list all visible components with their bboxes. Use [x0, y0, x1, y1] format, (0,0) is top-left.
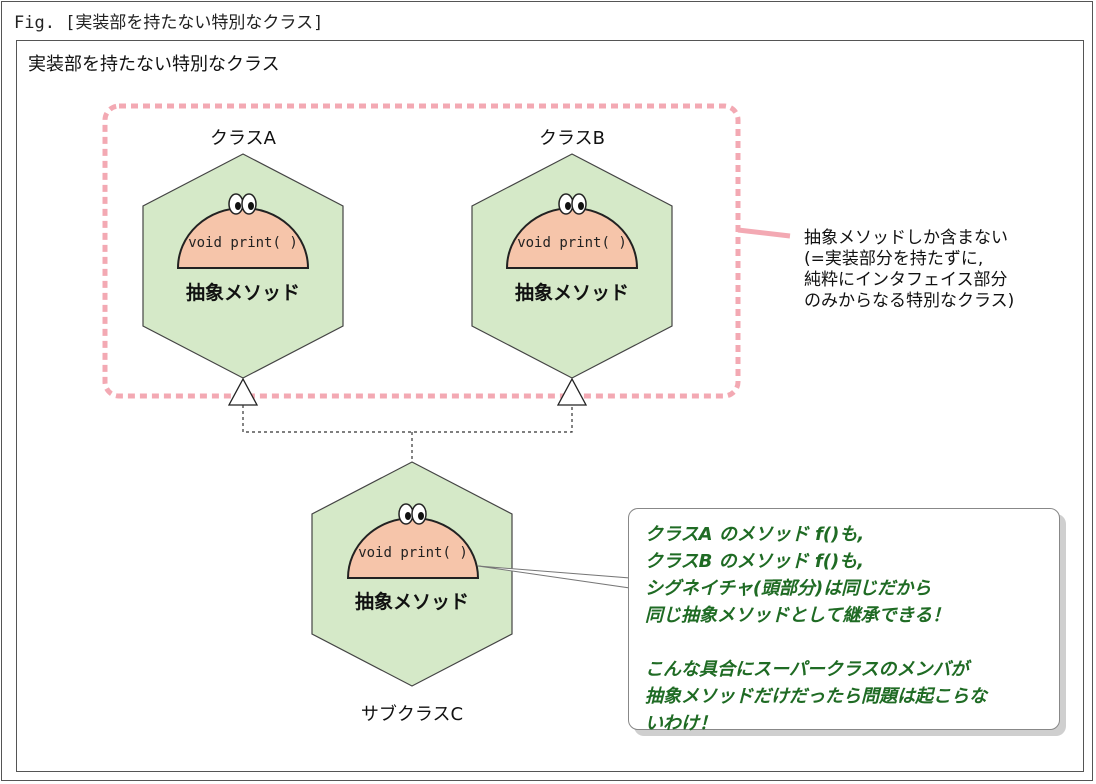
diagram-title: 実装部を持たない特別なクラス — [28, 54, 280, 75]
side-note: 抽象メソッドしか含まない (=実装部分を持たずに, 純粋にインタフェイス部分 の… — [804, 228, 1014, 312]
side-note-line: 純粋にインタフェイス部分 — [804, 270, 1008, 290]
class-b-method-label: 抽象メソッド — [514, 282, 629, 304]
side-note-line: (=実装部分を持たずに, — [804, 249, 984, 269]
class-b-signature: void print( ) — [517, 235, 627, 251]
callout-line: 同じ抽象メソッドとして継承できる！ — [645, 605, 951, 626]
subclass-c-method-label: 抽象メソッド — [354, 591, 469, 613]
side-note-line: 抽象メソッドしか含まない — [804, 228, 1008, 248]
abstract-class-group — [102, 103, 741, 399]
inheritance-lines — [242, 405, 573, 462]
figure-caption: Fig. [実装部を持たない特別なクラス] — [14, 13, 324, 33]
subclass-c-label: サブクラスC — [360, 704, 464, 725]
callout-line: いわけ！ — [645, 713, 717, 734]
subclass-c-eyes-icon — [398, 503, 427, 525]
callout-line: クラスA のメソッド f()も, — [645, 524, 865, 545]
side-note-line: のみからなる特別なクラス) — [804, 291, 1015, 311]
group-note-connector — [737, 227, 791, 239]
callout-line: シグネイチャ(頭部分)は同じだから — [645, 578, 932, 599]
subclass-c-signature: void print( ) — [358, 545, 468, 561]
class-a-signature: void print( ) — [188, 235, 298, 251]
class-a-label: クラスA — [210, 128, 276, 149]
inheritance-arrow-b — [556, 377, 588, 406]
class-b-eyes-icon — [558, 193, 587, 215]
class-a-eyes-icon — [228, 193, 257, 215]
diagram-panel — [16, 40, 1084, 772]
inheritance-arrow-a — [227, 377, 259, 406]
class-a-method-label: 抽象メソッド — [185, 282, 300, 304]
callout-spacer — [645, 629, 1059, 656]
callout-line: クラスB のメソッド f()も, — [645, 551, 865, 572]
callout-line: 抽象メソッドだけだったら問題は起こらな — [645, 686, 987, 707]
callout-line: こんな具合にスーパークラスのメンバが — [645, 659, 969, 680]
explanation-callout: クラスA のメソッド f()も, クラスB のメソッド f()も, シグネイチャ… — [628, 508, 1060, 734]
class-b-label: クラスB — [539, 128, 605, 149]
